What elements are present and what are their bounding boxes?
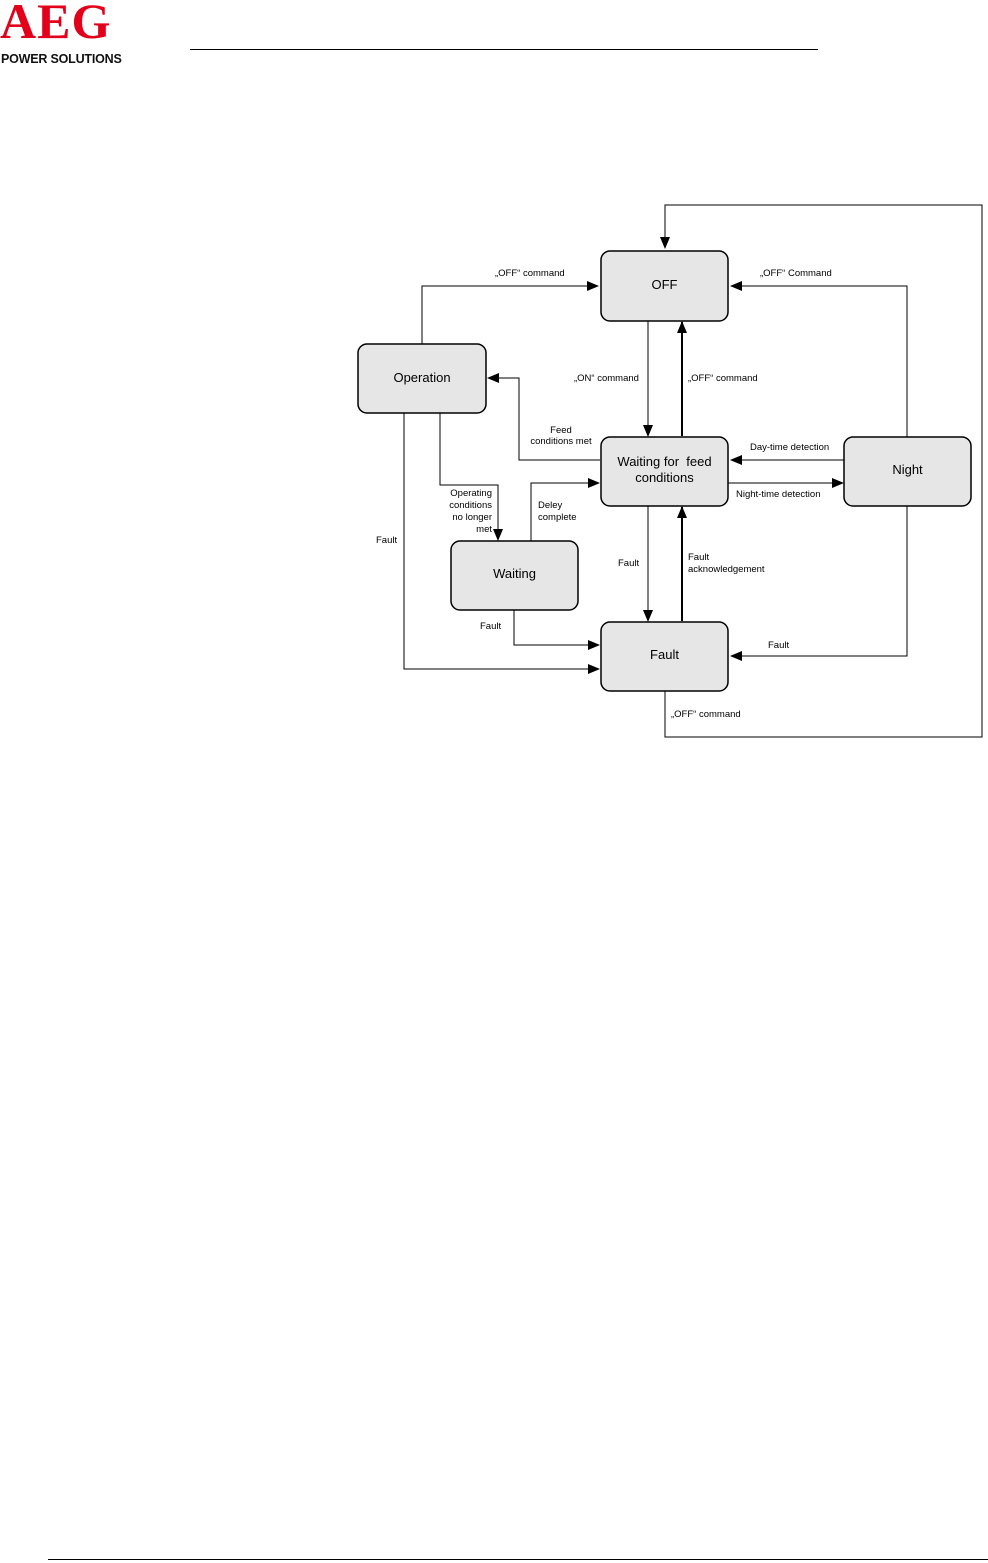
label-op-not-met-line3: no longer (452, 512, 492, 523)
label-fault-ack-line1: Fault (688, 552, 709, 563)
label-waitfeed-to-off: „OFF“ command (688, 373, 758, 384)
label-night-to-fault: Fault (768, 640, 789, 651)
state-off-label: OFF (652, 277, 678, 292)
label-night-to-off: „OFF“ Command (760, 268, 832, 279)
state-waiting: Waiting (450, 540, 579, 611)
edge-fault-to-off (660, 204, 983, 738)
label-waiting-to-fault: Fault (480, 621, 501, 632)
state-waiting-feed-label-line1: Waiting for feed (617, 454, 711, 469)
label-waitfeed-to-fault: Fault (618, 558, 639, 569)
label-day-detection: Day-time detection (750, 442, 829, 453)
state-night: Night (843, 436, 972, 507)
edge-waiting-to-fault (513, 610, 600, 650)
edge-night-to-fault (730, 506, 908, 661)
edge-operation-to-off (421, 281, 599, 344)
label-operation-to-fault: Fault (376, 535, 397, 546)
edge-operation-to-fault (403, 413, 600, 674)
label-op-not-met-line1: Operating (450, 488, 492, 499)
edge-waiting-to-waitfeed (530, 478, 600, 541)
edge-operation-to-waiting (439, 413, 503, 541)
state-operation: Operation (357, 343, 487, 414)
label-feed-met-line1: Feed (550, 425, 572, 436)
header-rule (190, 49, 818, 50)
edge-waitfeed-to-operation (487, 373, 600, 461)
footer-rule (48, 1559, 988, 1560)
label-delay-line1: Deley (538, 500, 563, 511)
label-fault-ack-line2: acknowledgement (688, 564, 765, 575)
label-op-not-met-line4: met (476, 524, 492, 535)
state-operation-label: Operation (393, 370, 450, 385)
state-night-label: Night (892, 462, 923, 477)
label-operation-to-off: „OFF“ command (495, 268, 565, 279)
label-night-detection: Night-time detection (736, 489, 820, 500)
label-on-command: „ON“ command (574, 373, 639, 384)
label-fault-to-off: „OFF“ command (671, 709, 741, 720)
state-fault: Fault (600, 621, 729, 692)
aeg-logo: AEG POWER SOLUTIONS (0, 0, 150, 70)
label-feed-met-line2: conditions met (530, 436, 592, 447)
edge-night-to-off (730, 281, 908, 437)
label-delay-line2: complete (538, 512, 577, 523)
state-off: OFF (600, 250, 729, 322)
state-waiting-feed: Waiting for feed conditions (600, 436, 729, 507)
state-waiting-feed-label-line2: conditions (635, 470, 694, 485)
logo-wordmark: AEG (0, 0, 112, 49)
state-fault-label: Fault (650, 647, 679, 662)
label-op-not-met-line2: conditions (449, 500, 492, 511)
state-waiting-label: Waiting (493, 566, 536, 581)
logo-subtitle: POWER SOLUTIONS (1, 52, 122, 66)
